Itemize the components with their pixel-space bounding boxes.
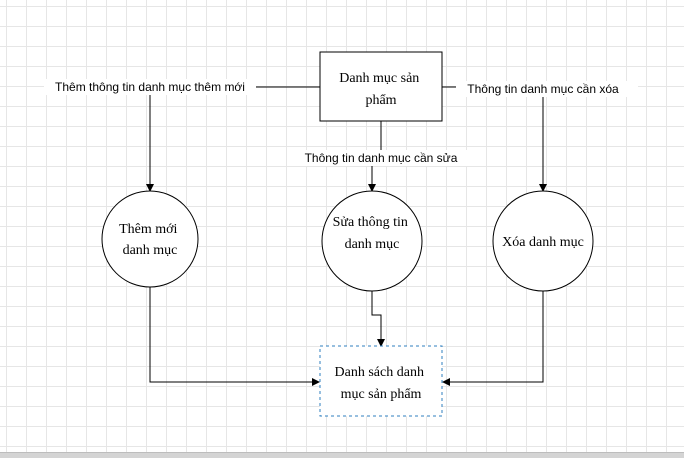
edge-top-to-add[interactable] [146,86,320,192]
node-list-line1: Danh sách danh [335,365,424,380]
svg-text:Danh mục sản phẩm: Danh mục sản phẩm [339,71,423,108]
edge-top-to-delete[interactable] [442,86,547,192]
svg-text:Thêm mới danh mục: Thêm mới danh mục [119,222,181,258]
node-add[interactable]: Thêm mới danh mục [101,190,199,288]
svg-text:Sửa thông tin danh mục: Sửa thông tin danh mục [333,215,412,252]
node-edit-line1: Sửa thông tin [333,215,408,230]
node-delete[interactable]: Xóa danh mục [492,190,594,292]
edge-label-add: Thêm thông tin danh mục thêm mới [55,80,245,94]
edge-labels: Thêm thông tin danh mục thêm mới Thông t… [44,79,638,166]
node-top-line2: phẩm [365,93,396,108]
node-list-line2: mục sản phẩm [341,387,422,402]
edge-label-edit: Thông tin danh mục cần sửa [305,151,458,165]
node-top-line1: Danh mục sản [339,71,419,86]
edge-edit-to-list[interactable] [371,291,385,347]
node-top[interactable]: Danh mục sản phẩm [319,51,443,122]
svg-text:Danh sách danh mục sản: Danh sách danh mục sản phẩm [335,365,428,402]
node-edit-line2: danh mục [345,237,400,252]
edge-delete-to-list[interactable] [442,291,544,386]
node-delete-line1: Xóa danh mục [502,235,584,250]
edge-add-to-list[interactable] [149,286,320,386]
svg-text:Xóa danh mục: Xóa danh mục [502,235,584,250]
node-list[interactable]: Danh sách danh mục sản phẩm [319,345,443,417]
horizontal-scrollbar[interactable] [0,452,684,458]
node-edit[interactable]: Sửa thông tin danh mục [321,190,423,292]
edge-label-delete: Thông tin danh mục cần xóa [467,82,619,96]
node-add-line1: Thêm mới [119,222,177,237]
node-add-line2: danh mục [123,243,178,258]
